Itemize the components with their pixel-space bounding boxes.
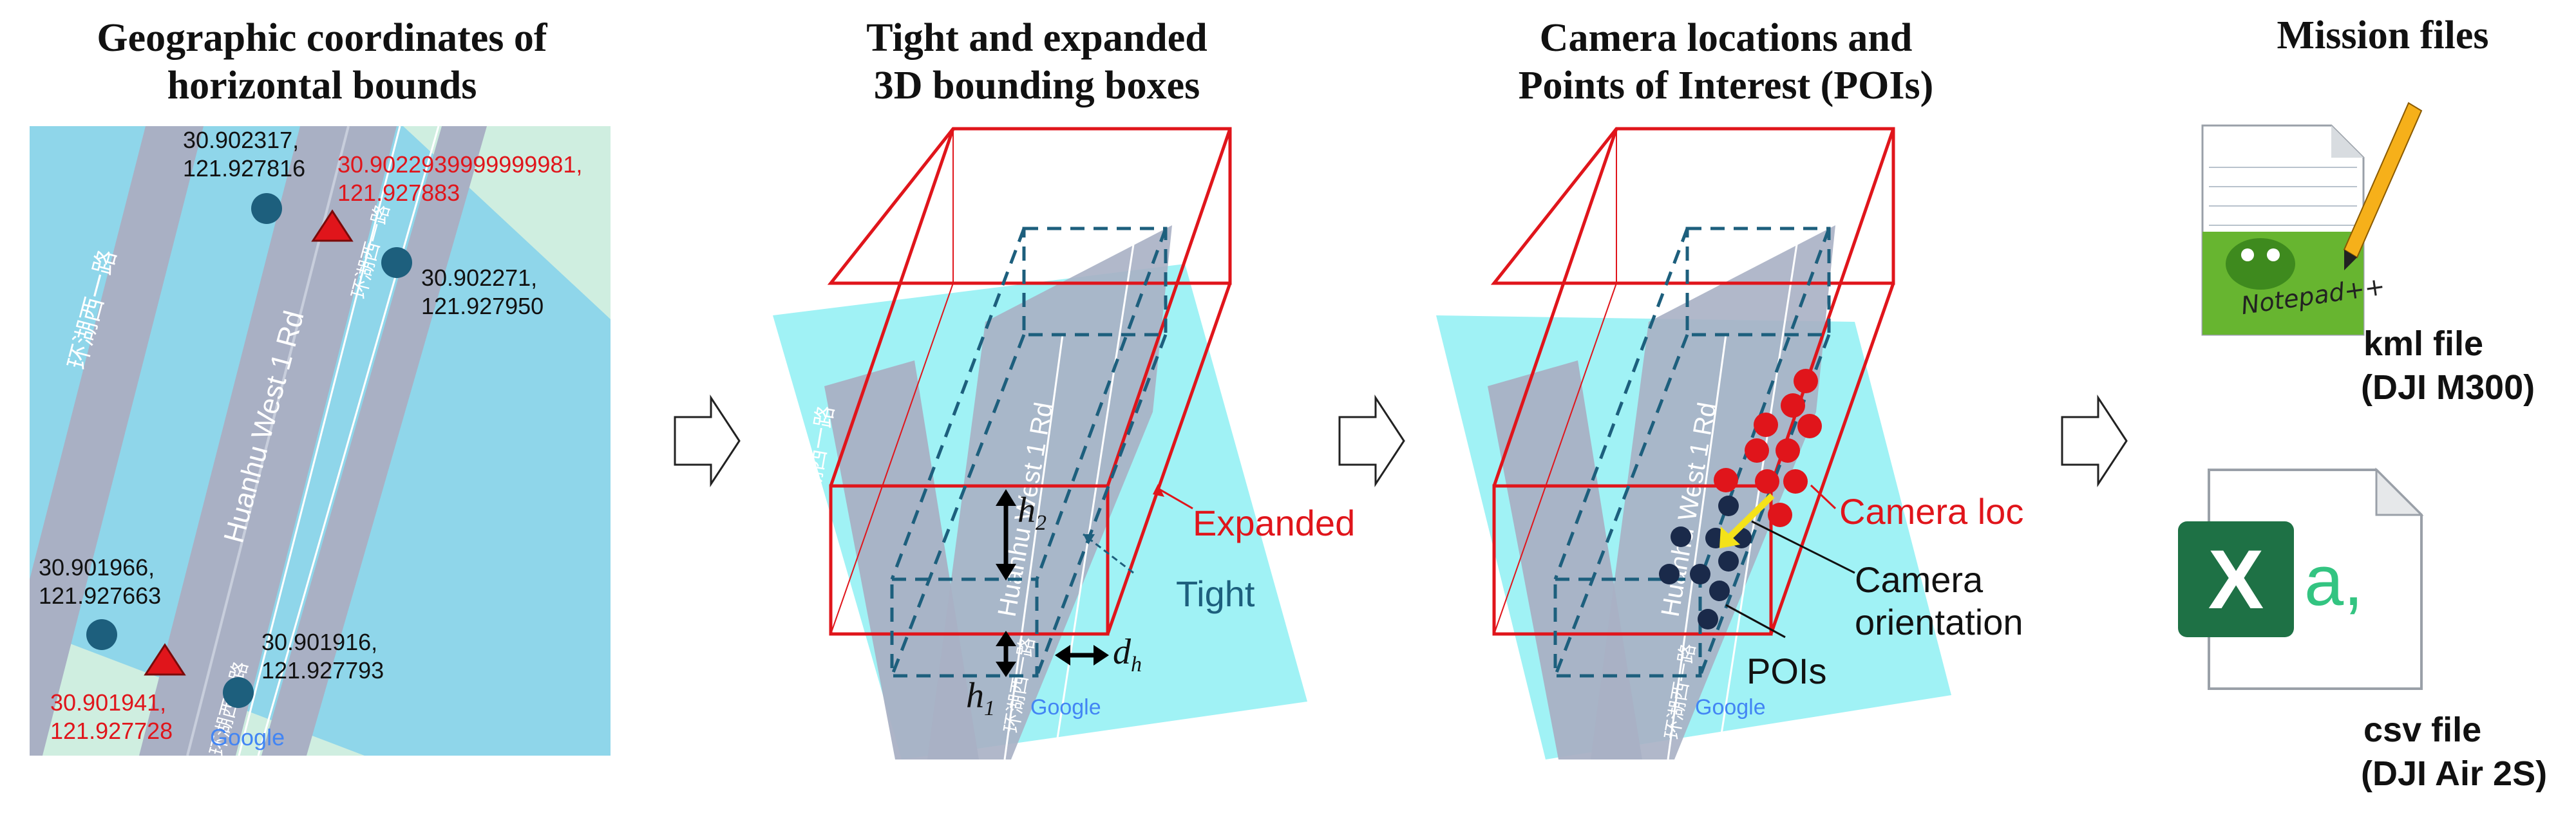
coord-label-6: 30.901941,121.927728 (50, 689, 173, 744)
coord-label-4: 30.901966,121.927663 (39, 554, 162, 609)
panel2-title-line1: Tight and expanded (866, 16, 1208, 60)
panel4-title: Mission files (2277, 14, 2489, 57)
road-right (261, 126, 487, 756)
csv-file-label: csv file (DJI Air 2S) (2361, 711, 2548, 793)
coord-label-1: 30.902317,121.927816 (183, 127, 306, 182)
panel3-title-line1: Camera locations and (1539, 16, 1913, 60)
road-left (30, 126, 204, 756)
corner-marker (251, 193, 282, 224)
corner-marker (381, 247, 412, 278)
excel-suffix: a, (2304, 541, 2363, 620)
google-logo-2: Google (1030, 695, 1101, 720)
kml-file-label: kml file (DJI M300) (2361, 324, 2535, 407)
excel-icon: X a, (2178, 467, 2424, 690)
dh-label: dh (1113, 632, 1142, 677)
camera-loc-label: Camera loc (1839, 491, 2024, 532)
tight-label: Tight (1176, 573, 1255, 614)
map-panel: Huanhu West 1 Rd 环湖西一路 环湖西一路 环湖西一路 Googl… (30, 126, 611, 756)
corner-marker (86, 619, 117, 650)
panel2-title-line2: 3D bounding boxes (873, 64, 1200, 107)
pois-label: POIs (1747, 651, 1827, 691)
google-logo-3: Google (1695, 695, 1766, 720)
h2-label: h2 (1018, 490, 1046, 536)
center-marker (144, 643, 186, 676)
panel1-title: Geographic coordinates of horizontal bou… (97, 16, 547, 107)
expanded-label: Expanded (1193, 503, 1356, 543)
panel3-title-line2: Points of Interest (POIs) (1518, 64, 1934, 107)
google-logo: Google (210, 724, 285, 750)
camera-location-dots (1714, 369, 1822, 527)
h1-label: h1 (966, 676, 995, 721)
tight-box (890, 227, 1168, 678)
center-marker (311, 209, 354, 242)
corner-marker (223, 677, 254, 708)
coord-label-3: 30.902271,121.927950 (421, 265, 544, 319)
map-graphic: Huanhu West 1 Rd 环湖西一路 环湖西一路 环湖西一路 Googl… (30, 126, 611, 756)
excel-letter: X (2208, 532, 2264, 626)
dimension-arrows (996, 489, 1109, 677)
expanded-box-3 (1490, 127, 1895, 636)
orientation-arrow (1726, 493, 1775, 541)
coord-label-2: 30.9022939999999981,121.927883 (337, 151, 583, 206)
expanded-box (827, 127, 1232, 636)
notepad-icon: Notepad++ (2201, 102, 2423, 336)
coord-label-5: 30.901916,121.927793 (261, 629, 384, 684)
tight-box-3 (1553, 227, 1831, 678)
